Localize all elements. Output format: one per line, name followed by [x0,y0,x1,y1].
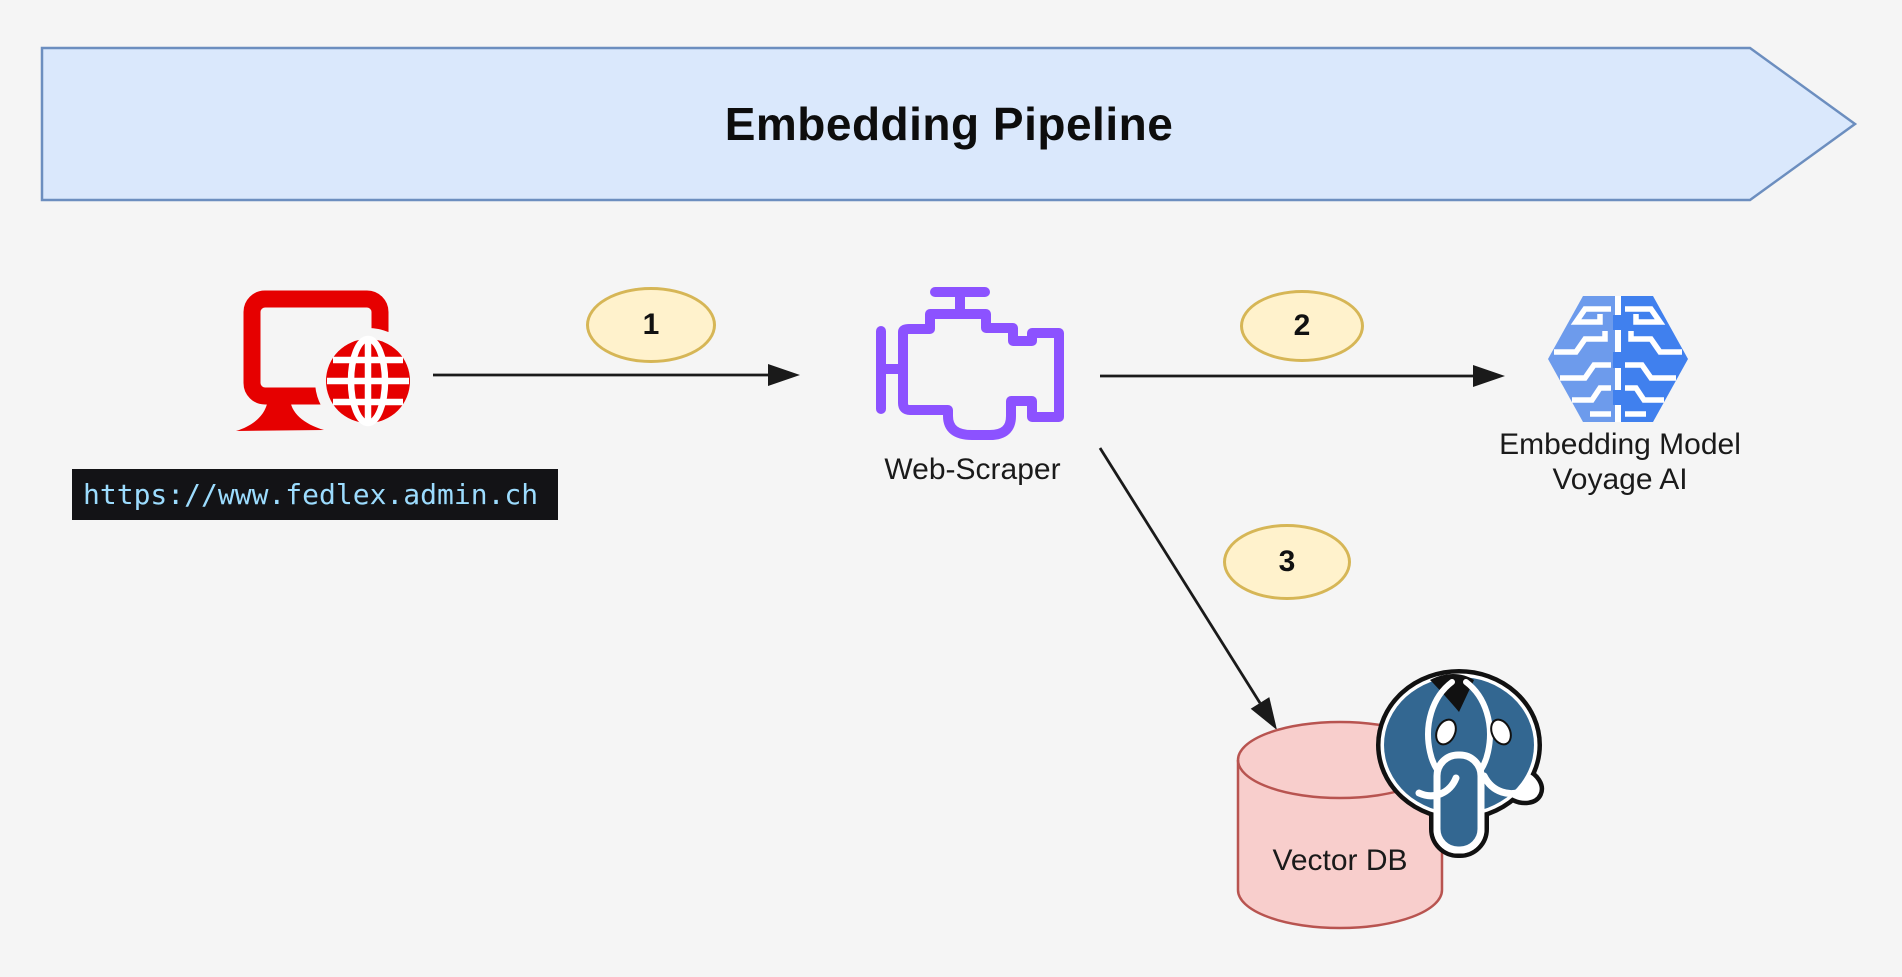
step-badge-1: 1 [586,287,716,363]
monitor-globe-icon [236,290,421,434]
embedding-model-label-line1: Embedding Model [1499,428,1741,461]
vector-db-node [1236,669,1545,930]
banner-arrow-shape [40,46,1858,202]
step-badge-3-number: 3 [1278,545,1296,578]
vector-db-label: Vector DB [1272,844,1408,877]
ai-brain-hexagon-icon [1548,296,1688,422]
embedding-model-label: Embedding Model Voyage AI [1468,427,1772,497]
step-badge-3: 3 [1223,524,1351,600]
flow-arrow-1 [433,364,800,386]
step-badge-2-number: 2 [1293,309,1311,342]
arrowhead-icon [1473,365,1505,387]
step-badge-2: 2 [1240,290,1364,362]
voyage-ai-label-line2: Voyage AI [1552,463,1688,496]
flow-arrow-2 [1100,365,1505,387]
page-title: Embedding Pipeline [724,98,1174,150]
web-scraper-label: Web-Scraper [884,453,1061,486]
engine-icon [876,287,1064,440]
flow-arrow-3 [1098,447,1277,730]
source-url-label: https://www.fedlex.admin.ch [72,469,558,520]
step-badge-1-number: 1 [642,308,660,341]
arrowhead-icon [768,364,800,386]
postgresql-elephant-icon [1376,669,1545,858]
pipeline-banner [40,46,1858,202]
arrowhead-icon [1250,697,1277,730]
